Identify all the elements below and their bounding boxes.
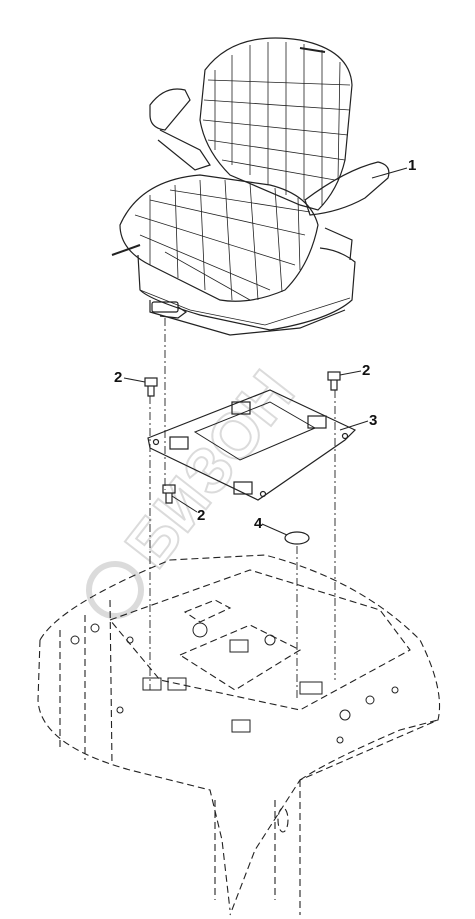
watermark-logo-icon <box>86 561 144 619</box>
watermark: БИЗОН <box>86 356 309 619</box>
seat-drawing <box>111 37 390 336</box>
callout-4: 4 <box>254 515 263 532</box>
leader-lines <box>123 167 408 536</box>
assembly-lines <box>149 318 336 700</box>
cabin-floor-drawing <box>37 554 441 916</box>
callout-2-front: 2 <box>197 507 205 524</box>
cabin-floor-details <box>70 622 399 744</box>
callout-2-right: 2 <box>362 362 370 379</box>
plug-drawing <box>284 531 310 545</box>
callouts: 1 2 2 2 3 4 <box>114 157 416 532</box>
callout-2-left: 2 <box>114 369 122 386</box>
bolt-right-drawing <box>327 371 341 391</box>
callout-1: 1 <box>408 157 416 174</box>
watermark-text: БИЗОН <box>111 357 308 580</box>
bolt-front-drawing <box>162 484 176 504</box>
callout-3: 3 <box>369 412 377 429</box>
bolt-left-drawing <box>144 377 158 397</box>
